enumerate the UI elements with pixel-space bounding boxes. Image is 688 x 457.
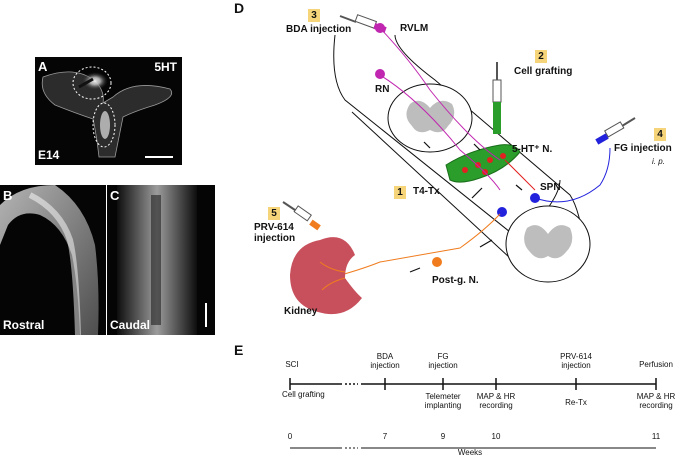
tl-bottom-retx: Re-Tx bbox=[565, 398, 587, 407]
panel-c: C Caudal bbox=[107, 185, 215, 335]
panel-b-letter: B bbox=[3, 188, 13, 203]
panel-d-letter: D bbox=[234, 0, 245, 16]
step-4-sublabel: i. p. bbox=[652, 157, 665, 166]
rn-neuron bbox=[375, 69, 385, 79]
lower-cord-section bbox=[505, 205, 591, 283]
tl-week-10: 10 bbox=[491, 432, 501, 441]
panel-a-age-label: E14 bbox=[38, 148, 60, 162]
panel-c-label: Caudal bbox=[110, 318, 151, 332]
tl-bottom-cell-grafting: Cell grafting bbox=[282, 390, 325, 399]
panel-d-diagram bbox=[282, 14, 636, 315]
tl-axis-label: Weeks bbox=[457, 448, 483, 457]
panel-a: A 5HT E14 bbox=[35, 57, 182, 165]
step-2-label: Cell grafting bbox=[514, 66, 573, 77]
5ht-neuron-label: 5-HT⁺ N. bbox=[512, 144, 553, 155]
spinal-cord-tube bbox=[333, 34, 561, 241]
step-5-label: PRV-614 injection bbox=[254, 222, 296, 244]
tl-top-fg: FG injection bbox=[428, 352, 458, 370]
panel-e-letter: E bbox=[234, 342, 244, 358]
tl-bottom-map-hr-2: MAP & HR recording bbox=[636, 392, 676, 410]
bda-syringe bbox=[339, 14, 387, 33]
step-3-badge: 3 bbox=[308, 9, 320, 22]
tl-bottom-map-hr-1: MAP & HR recording bbox=[476, 392, 516, 410]
step-4-label: FG injection bbox=[614, 143, 672, 154]
rvlm-label: RVLM bbox=[400, 23, 429, 34]
kidney-label: Kidney bbox=[284, 306, 318, 317]
kidney-shape bbox=[290, 237, 362, 315]
panel-c-letter: C bbox=[110, 188, 120, 203]
postg-label: Post-g. N. bbox=[432, 275, 479, 286]
fg-syringe bbox=[595, 117, 636, 145]
prv-syringe bbox=[282, 201, 321, 231]
step-4-badge: 4 bbox=[654, 128, 666, 141]
spn-label: SPN bbox=[540, 182, 561, 193]
step-1-label: T4-Tx bbox=[413, 186, 440, 197]
panel-b: B Rostral bbox=[0, 185, 106, 335]
tl-bottom-telemeter: Telemeter implanting bbox=[424, 392, 462, 410]
tl-week-0: 0 bbox=[287, 432, 293, 441]
panel-a-micrograph bbox=[41, 66, 173, 158]
tl-week-9: 9 bbox=[440, 432, 446, 441]
tl-week-11: 11 bbox=[651, 432, 661, 441]
panel-a-stain-label: 5HT bbox=[154, 60, 177, 74]
tl-top-prv: PRV-614 injection bbox=[560, 352, 592, 370]
step-3-label: BDA injection bbox=[286, 24, 352, 35]
postg-neuron bbox=[432, 257, 442, 267]
panel-a-letter: A bbox=[38, 59, 48, 74]
tl-top-bda: BDA injection bbox=[370, 352, 400, 370]
panel-b-micrograph bbox=[0, 185, 99, 335]
tl-top-perfusion: Perfusion bbox=[639, 360, 673, 369]
panel-c-micrograph bbox=[117, 185, 207, 335]
rn-label: RN bbox=[375, 84, 390, 95]
step-2-badge: 2 bbox=[535, 50, 547, 63]
step-1-badge: 1 bbox=[394, 186, 406, 199]
tl-week-7: 7 bbox=[382, 432, 388, 441]
spn-neuron bbox=[530, 193, 540, 203]
graft-syringe bbox=[492, 62, 502, 134]
step-5-badge: 5 bbox=[268, 207, 280, 220]
panel-b-label: Rostral bbox=[3, 318, 45, 332]
tl-top-sci: SCI bbox=[285, 360, 299, 369]
